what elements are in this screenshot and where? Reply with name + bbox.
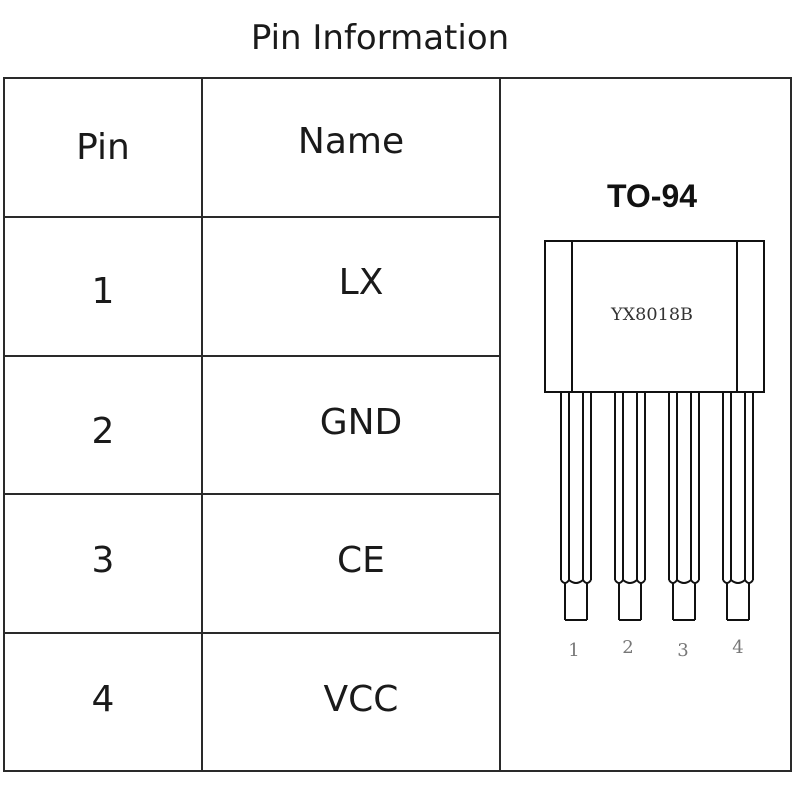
lead-4 xyxy=(722,392,754,621)
pin-table: Pin Name 1 LX 2 GND 3 CE 4 VCC xyxy=(3,77,792,772)
pin-name: GND xyxy=(319,401,403,443)
pin-name: VCC xyxy=(323,678,399,720)
package-marking: YX8018B xyxy=(610,305,693,325)
lead-3 xyxy=(668,392,700,621)
lead-1 xyxy=(560,392,592,621)
row-divider xyxy=(5,632,501,634)
pin-number: 1 xyxy=(91,270,115,312)
column-divider xyxy=(499,79,501,770)
pin-label-3: 3 xyxy=(677,640,688,661)
pin-label-4: 4 xyxy=(732,637,743,658)
pin-number: 4 xyxy=(91,678,115,720)
column-divider xyxy=(201,79,203,770)
package-body xyxy=(544,240,765,393)
package-type-label: TO-94 xyxy=(606,178,698,214)
row-divider xyxy=(5,493,501,495)
pin-name: CE xyxy=(337,539,385,581)
pin-label-2: 2 xyxy=(622,637,633,658)
page-title: Pin Information xyxy=(250,18,510,58)
row-divider xyxy=(5,216,501,218)
pin-label-1: 1 xyxy=(568,640,579,661)
pin-number: 2 xyxy=(91,410,115,452)
lead-2 xyxy=(614,392,646,621)
pin-number: 3 xyxy=(91,539,115,581)
row-divider xyxy=(5,355,501,357)
header-pin: Pin xyxy=(76,127,130,168)
pin-name: LX xyxy=(338,261,384,303)
header-name: Name xyxy=(297,121,405,162)
